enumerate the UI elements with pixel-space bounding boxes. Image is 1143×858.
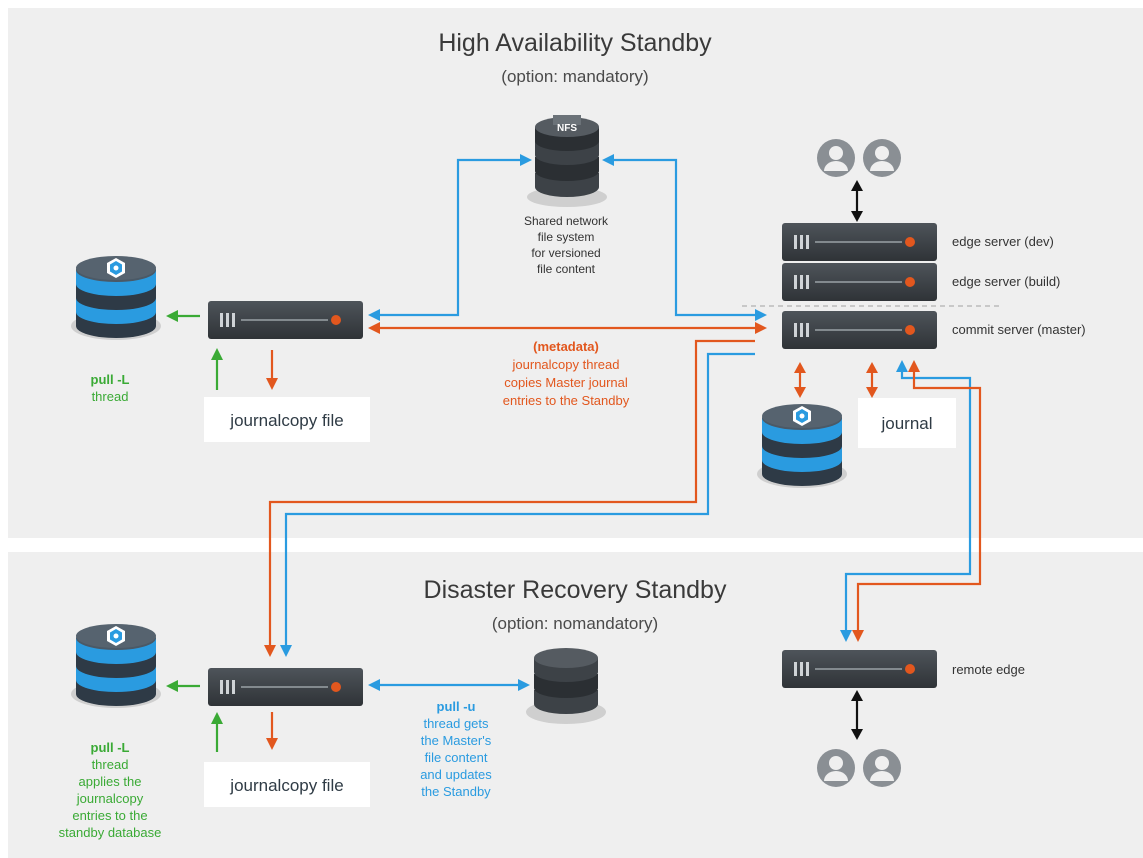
svg-text:thread: thread xyxy=(92,389,129,404)
arrowhead xyxy=(794,387,806,398)
arrowhead xyxy=(280,645,292,657)
arrowhead xyxy=(794,362,806,373)
svg-text:Shared network: Shared network xyxy=(524,214,609,228)
svg-text:pull -L: pull -L xyxy=(91,372,130,387)
orange-link-commit-dr xyxy=(268,339,755,645)
users-icon-bottom xyxy=(817,749,901,787)
pull-u-caption: pull -u thread gets the Master's file co… xyxy=(420,699,492,799)
dr-subtitle: (option: nomandatory) xyxy=(492,614,658,633)
master-database-icon xyxy=(757,404,847,488)
arrowhead xyxy=(211,712,223,724)
ha-standby-panel xyxy=(8,8,1143,538)
svg-text:applies the: applies the xyxy=(79,774,142,789)
arrowhead xyxy=(264,645,276,657)
journal-box xyxy=(858,398,956,448)
edge-server-build xyxy=(781,262,938,302)
arrowhead xyxy=(851,729,863,740)
arrowhead xyxy=(755,322,767,334)
nfs-storage-icon xyxy=(527,115,607,207)
svg-text:(metadata): (metadata) xyxy=(533,339,599,354)
arrowhead xyxy=(266,738,278,750)
arrowhead xyxy=(755,309,767,321)
arrowhead xyxy=(896,360,908,372)
arrowhead xyxy=(211,348,223,360)
ha-journalcopy-label: journalcopy file xyxy=(229,411,343,430)
ha-journalcopy-box xyxy=(204,397,370,442)
arrowhead xyxy=(840,630,852,642)
arrowhead xyxy=(866,362,878,373)
dr-title: Disaster Recovery Standby xyxy=(424,576,727,604)
svg-text:thread: thread xyxy=(92,757,129,772)
svg-text:file system: file system xyxy=(538,230,595,244)
arrowhead xyxy=(851,211,863,222)
edge-server-dev-label: edge server (dev) xyxy=(952,234,1054,249)
svg-text:journalcopy thread: journalcopy thread xyxy=(512,357,620,372)
journal-label: journal xyxy=(880,414,932,433)
dr-standby-database-icon xyxy=(71,624,161,708)
arrowhead xyxy=(908,360,920,372)
arrowhead xyxy=(866,387,878,398)
arrowhead xyxy=(852,630,864,642)
svg-text:entries to the: entries to the xyxy=(72,808,147,823)
dr-pull-caption: pull -L thread applies the journalcopy e… xyxy=(59,740,162,840)
svg-text:pull -u: pull -u xyxy=(437,699,476,714)
ha-standby-database-icon xyxy=(71,256,161,340)
arrowhead xyxy=(166,680,178,692)
arrowhead xyxy=(520,154,532,166)
blue-link-standby-nfs xyxy=(380,158,520,317)
nfs-badge: NFS xyxy=(557,123,577,134)
svg-text:standby database: standby database xyxy=(59,825,162,840)
svg-text:the Standby: the Standby xyxy=(421,784,491,799)
svg-text:copies Master journal: copies Master journal xyxy=(504,375,628,390)
svg-text:file content: file content xyxy=(537,262,596,276)
svg-text:entries to the Standby: entries to the Standby xyxy=(503,393,630,408)
svg-text:thread gets: thread gets xyxy=(423,716,489,731)
orange-link-commit-remote xyxy=(856,370,982,630)
edge-server-dev xyxy=(781,222,938,262)
commit-server-label: commit server (master) xyxy=(952,322,1086,337)
ha-subtitle: (option: mandatory) xyxy=(501,67,648,86)
blue-link-commit-remote xyxy=(844,370,972,630)
dr-journalcopy-label: journalcopy file xyxy=(229,776,343,795)
svg-text:and updates: and updates xyxy=(420,767,492,782)
arrowhead xyxy=(602,154,614,166)
arrowhead xyxy=(266,378,278,390)
arrowhead xyxy=(368,322,380,334)
ha-pull-caption: pull -L thread xyxy=(91,372,130,404)
blue-link-commit-dr xyxy=(284,352,755,645)
svg-text:file content: file content xyxy=(425,750,488,765)
svg-text:journalcopy: journalcopy xyxy=(76,791,144,806)
dr-standby-server xyxy=(207,667,364,707)
arrowhead xyxy=(368,309,380,321)
edge-server-build-label: edge server (build) xyxy=(952,274,1060,289)
blue-link-nfs-commit xyxy=(614,158,755,317)
arrowhead xyxy=(518,679,530,691)
ha-title: High Availability Standby xyxy=(438,29,712,57)
arrowhead xyxy=(368,679,380,691)
dr-depot-storage-icon xyxy=(526,648,606,724)
svg-text:for versioned: for versioned xyxy=(531,246,600,260)
remote-edge-label: remote edge xyxy=(952,662,1025,677)
arrowhead xyxy=(851,690,863,701)
arrowhead xyxy=(851,180,863,191)
arrowhead xyxy=(166,310,178,322)
metadata-caption: (metadata) journalcopy thread copies Mas… xyxy=(503,339,630,408)
commit-server xyxy=(781,310,938,350)
remote-edge-server xyxy=(781,649,938,689)
dr-journalcopy-box xyxy=(204,762,370,807)
svg-text:pull -L: pull -L xyxy=(91,740,130,755)
nfs-caption: Shared network file system for versioned… xyxy=(524,214,609,276)
ha-standby-server xyxy=(207,300,364,340)
users-icon-top xyxy=(817,139,901,177)
svg-text:the Master's: the Master's xyxy=(421,733,492,748)
